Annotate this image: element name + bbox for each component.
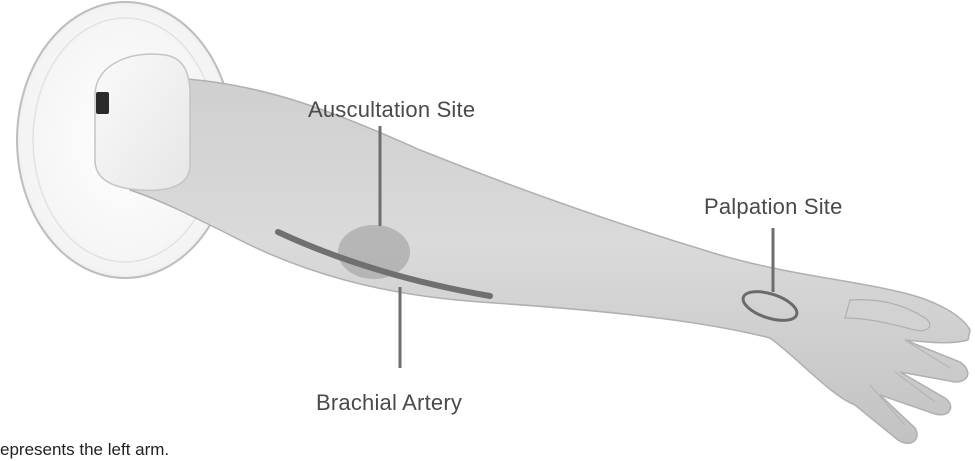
mounting-block xyxy=(95,54,190,190)
auscultation-site-label: Auscultation Site xyxy=(308,97,475,123)
arm-body xyxy=(130,78,970,443)
brachial-artery-label: Brachial Artery xyxy=(316,390,462,416)
palpation-site-label: Palpation Site xyxy=(704,194,843,220)
caption-text: epresents the left arm. xyxy=(0,440,169,460)
connector-port xyxy=(96,92,109,114)
